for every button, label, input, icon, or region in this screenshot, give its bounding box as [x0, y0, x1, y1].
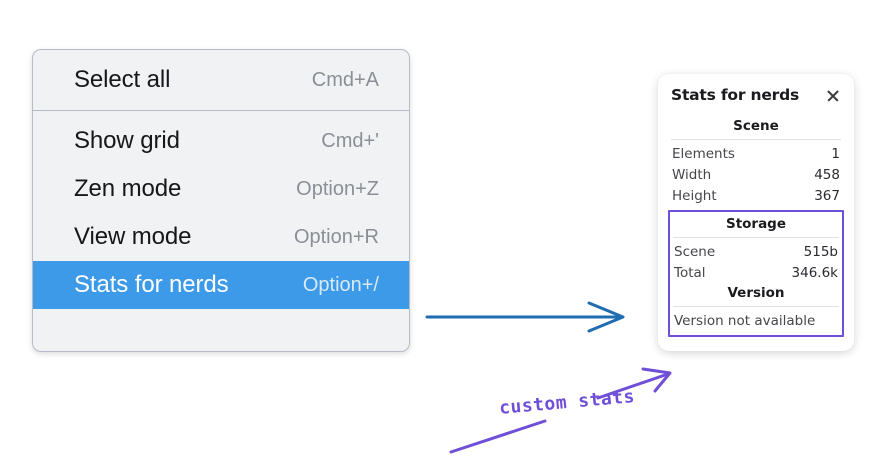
stat-row-elements: Elements 1: [671, 143, 841, 164]
stats-for-nerds-panel: Stats for nerds Scene Elements 1 Width 4…: [658, 74, 854, 351]
stat-value: 515b: [803, 243, 838, 260]
blue-arrow: [425, 301, 625, 333]
menu-item-shortcut: Cmd+A: [311, 68, 379, 91]
storage-section-heading: Storage: [725, 216, 787, 232]
stat-value: 346.6k: [791, 264, 838, 281]
menu-item-label: Select all: [74, 66, 171, 93]
menu-item-zen-mode[interactable]: Zen mode Option+Z: [33, 165, 409, 213]
section-divider: [673, 237, 839, 238]
menu-item-show-grid[interactable]: Show grid Cmd+': [33, 117, 409, 165]
menu-item-label: Zen mode: [74, 175, 182, 202]
stat-row-width: Width 458: [671, 164, 841, 185]
menu-item-shortcut: Option+R: [293, 225, 379, 248]
stat-label: Scene: [674, 243, 716, 260]
stat-value: 458: [814, 166, 840, 183]
version-section-heading: Version: [727, 285, 785, 301]
stats-panel-header: Stats for nerds: [671, 86, 841, 104]
stat-row-storage-scene: Scene 515b: [673, 241, 839, 262]
section-divider: [673, 306, 839, 307]
version-section: Version Version not available: [673, 283, 839, 332]
stat-label: Elements: [672, 145, 735, 162]
menu-item-shortcut: Option+/: [302, 273, 379, 296]
menu-group-1: Select all Cmd+A: [33, 50, 409, 110]
stat-value: 1: [831, 145, 840, 162]
stat-value: 367: [814, 187, 840, 204]
stat-row-height: Height 367: [671, 185, 841, 206]
menu-divider: [33, 110, 409, 111]
context-menu[interactable]: Select all Cmd+A Show grid Cmd+' Zen mod…: [32, 49, 410, 352]
custom-stats-highlight-box: Storage Scene 515b Total 346.6k Version …: [668, 210, 844, 337]
menu-item-view-mode[interactable]: View mode Option+R: [33, 213, 409, 261]
stats-panel-title: Stats for nerds: [671, 86, 800, 104]
menu-item-shortcut: Cmd+': [321, 129, 379, 152]
stat-label: Total: [674, 264, 706, 281]
storage-section: Storage Scene 515b Total 346.6k: [673, 214, 839, 283]
stat-row-storage-total: Total 346.6k: [673, 262, 839, 283]
section-divider: [671, 139, 841, 140]
stat-label: Width: [672, 166, 712, 183]
menu-item-label: Stats for nerds: [74, 271, 229, 298]
scene-section-heading: Scene: [733, 118, 779, 134]
scene-section: Scene Elements 1 Width 458 Height 367: [671, 116, 841, 206]
menu-item-stats-for-nerds[interactable]: Stats for nerds Option+/: [33, 261, 409, 309]
menu-item-label: View mode: [74, 223, 192, 250]
custom-stats-annotation-label: custom stats: [498, 386, 636, 419]
close-icon[interactable]: [825, 87, 841, 103]
purple-underline-stroke: [449, 419, 547, 454]
stat-label: Height: [672, 187, 717, 204]
menu-item-shortcut: Option+Z: [296, 177, 379, 200]
version-note: Version not available: [674, 313, 816, 329]
menu-item-label: Show grid: [74, 127, 180, 154]
menu-group-2: Show grid Cmd+' Zen mode Option+Z View m…: [33, 111, 409, 315]
menu-item-select-all[interactable]: Select all Cmd+A: [33, 56, 409, 104]
